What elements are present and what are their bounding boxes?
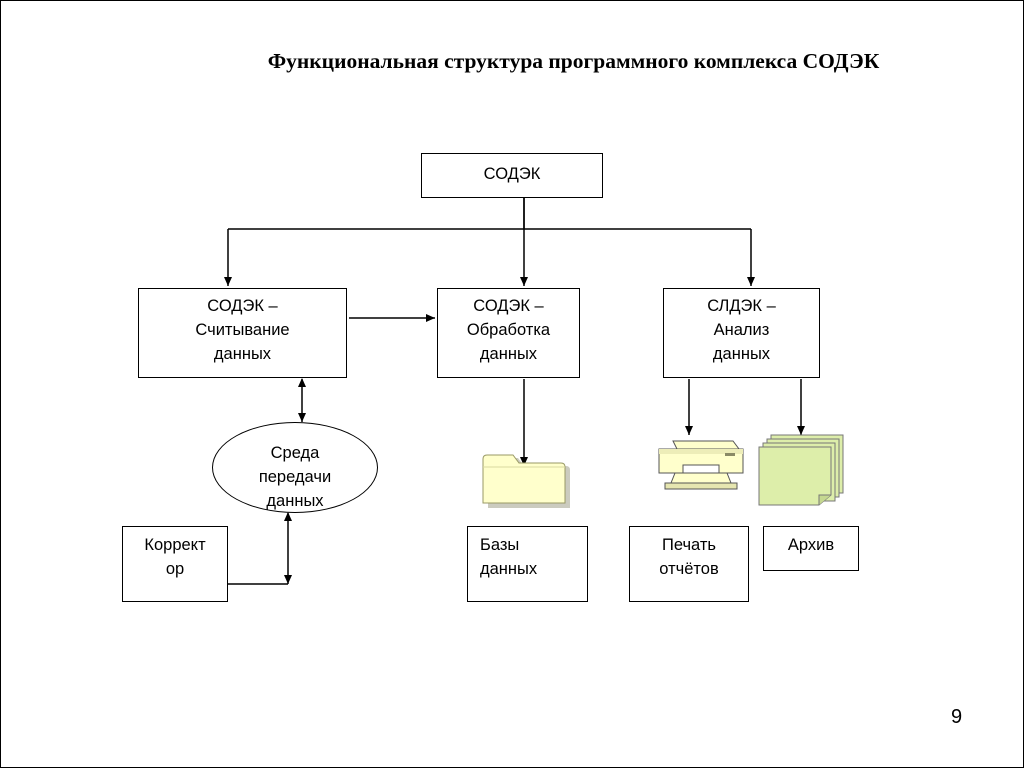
- node-databases: Базы данных: [467, 526, 588, 602]
- folder-icon: [482, 454, 570, 508]
- node-read: СОДЭК – Считывание данных: [138, 288, 347, 378]
- archive-stack-icon: [758, 434, 844, 506]
- slide-title: Функциональная структура программного ко…: [267, 49, 880, 73]
- node-corrector: Коррект ор: [122, 526, 228, 602]
- node-medium: Среда передачи данных: [212, 422, 378, 513]
- node-archive: Архив: [763, 526, 859, 571]
- node-print: Печать отчётов: [629, 526, 749, 602]
- page-number: 9: [951, 706, 963, 728]
- printer-icon: [658, 440, 744, 490]
- node-analysis: СЛДЭК – Анализ данных: [663, 288, 820, 378]
- node-root: СОДЭК: [421, 153, 603, 198]
- node-process: СОДЭК – Обработка данных: [437, 288, 580, 378]
